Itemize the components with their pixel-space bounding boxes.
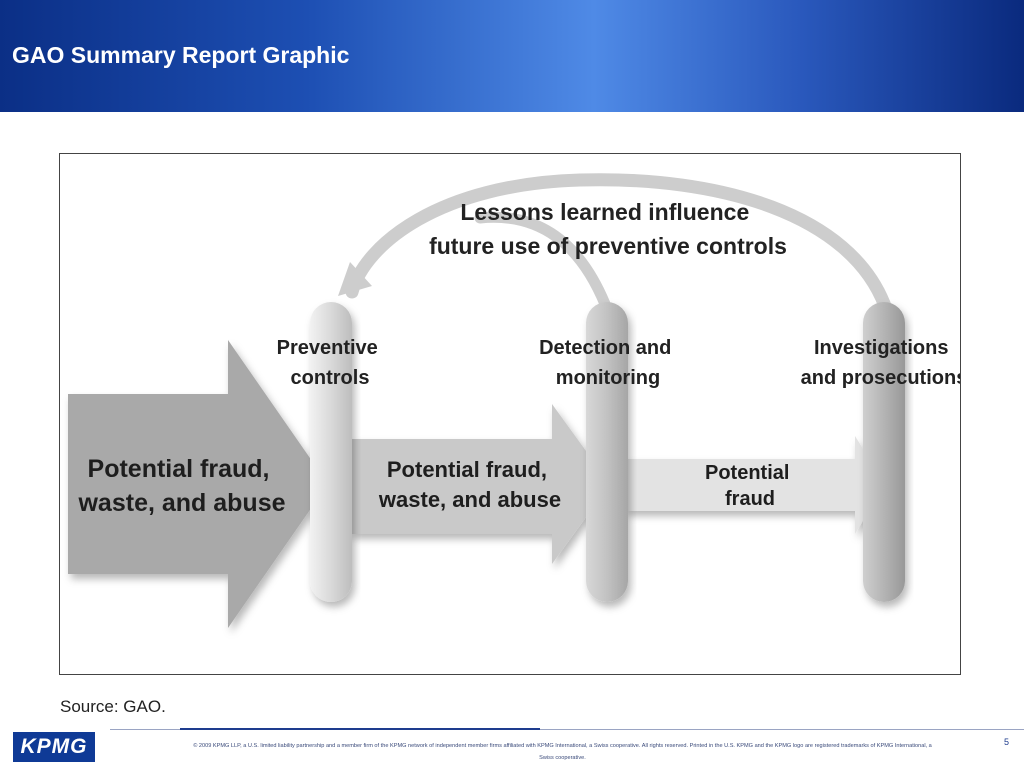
flow-arrow-3 [625, 436, 885, 534]
feedback-label: Lessons learned influence future use of … [429, 199, 787, 259]
stage-label-detection-line-1: Detection and [539, 337, 671, 359]
flow-label-1: Potential fraud, waste, and abuse [77, 455, 285, 517]
footer-divider-accent [180, 728, 540, 730]
flow-label-3-line-1: Potential [705, 462, 789, 484]
copyright-notice: © 2009 KPMG LLP, a U.S. limited liabilit… [193, 743, 932, 761]
footer-divider [110, 729, 1024, 730]
flow-label-2-line-1: Potential fraud, [387, 457, 547, 482]
stage-pillar-preventive [310, 302, 352, 602]
diagram-frame: Lessons learned influence future use of … [59, 153, 961, 675]
flow-label-3: Potential fraud [705, 462, 795, 510]
stage-label-preventive-line-2: controls [291, 367, 370, 389]
feedback-arc [345, 173, 892, 313]
flow-arrow-2 [350, 404, 610, 564]
slide-header: GAO Summary Report Graphic [0, 0, 1024, 112]
feedback-label-line-1: Lessons learned influence [460, 199, 749, 225]
feedback-arc-inner [474, 211, 611, 310]
source-caption: Source: GAO. [60, 697, 166, 716]
stage-label-preventive: Preventive controls [277, 337, 384, 389]
flow-label-1-line-2: waste, and abuse [77, 489, 285, 517]
stage-label-investigations: Investigations and prosecutions [801, 337, 960, 389]
kpmg-logo: KPMG [13, 732, 95, 762]
stage-label-preventive-line-1: Preventive [277, 337, 378, 359]
stage-pillar-detection [586, 302, 628, 602]
page-number: 5 [1004, 737, 1010, 747]
flow-label-1-line-1: Potential fraud, [88, 455, 270, 483]
stage-pillar-investigations [863, 302, 905, 602]
feedback-label-line-2: future use of preventive controls [429, 233, 787, 259]
flow-arrow-1 [68, 340, 328, 628]
flow-label-3-line-2: fraud [725, 488, 775, 510]
stage-label-investigations-line-1: Investigations [814, 337, 948, 359]
kpmg-logo-text: KPMG [20, 735, 88, 758]
fraud-control-diagram: Lessons learned influence future use of … [68, 173, 960, 628]
slide-title: GAO Summary Report Graphic [12, 42, 350, 68]
stage-label-detection-line-2: monitoring [556, 367, 660, 389]
flow-label-2: Potential fraud, waste, and abuse [378, 457, 561, 512]
stage-label-investigations-line-2: and prosecutions [801, 367, 960, 389]
stage-label-detection: Detection and monitoring [539, 337, 677, 389]
flow-label-2-line-2: waste, and abuse [378, 487, 561, 512]
feedback-arrowhead [338, 262, 372, 296]
